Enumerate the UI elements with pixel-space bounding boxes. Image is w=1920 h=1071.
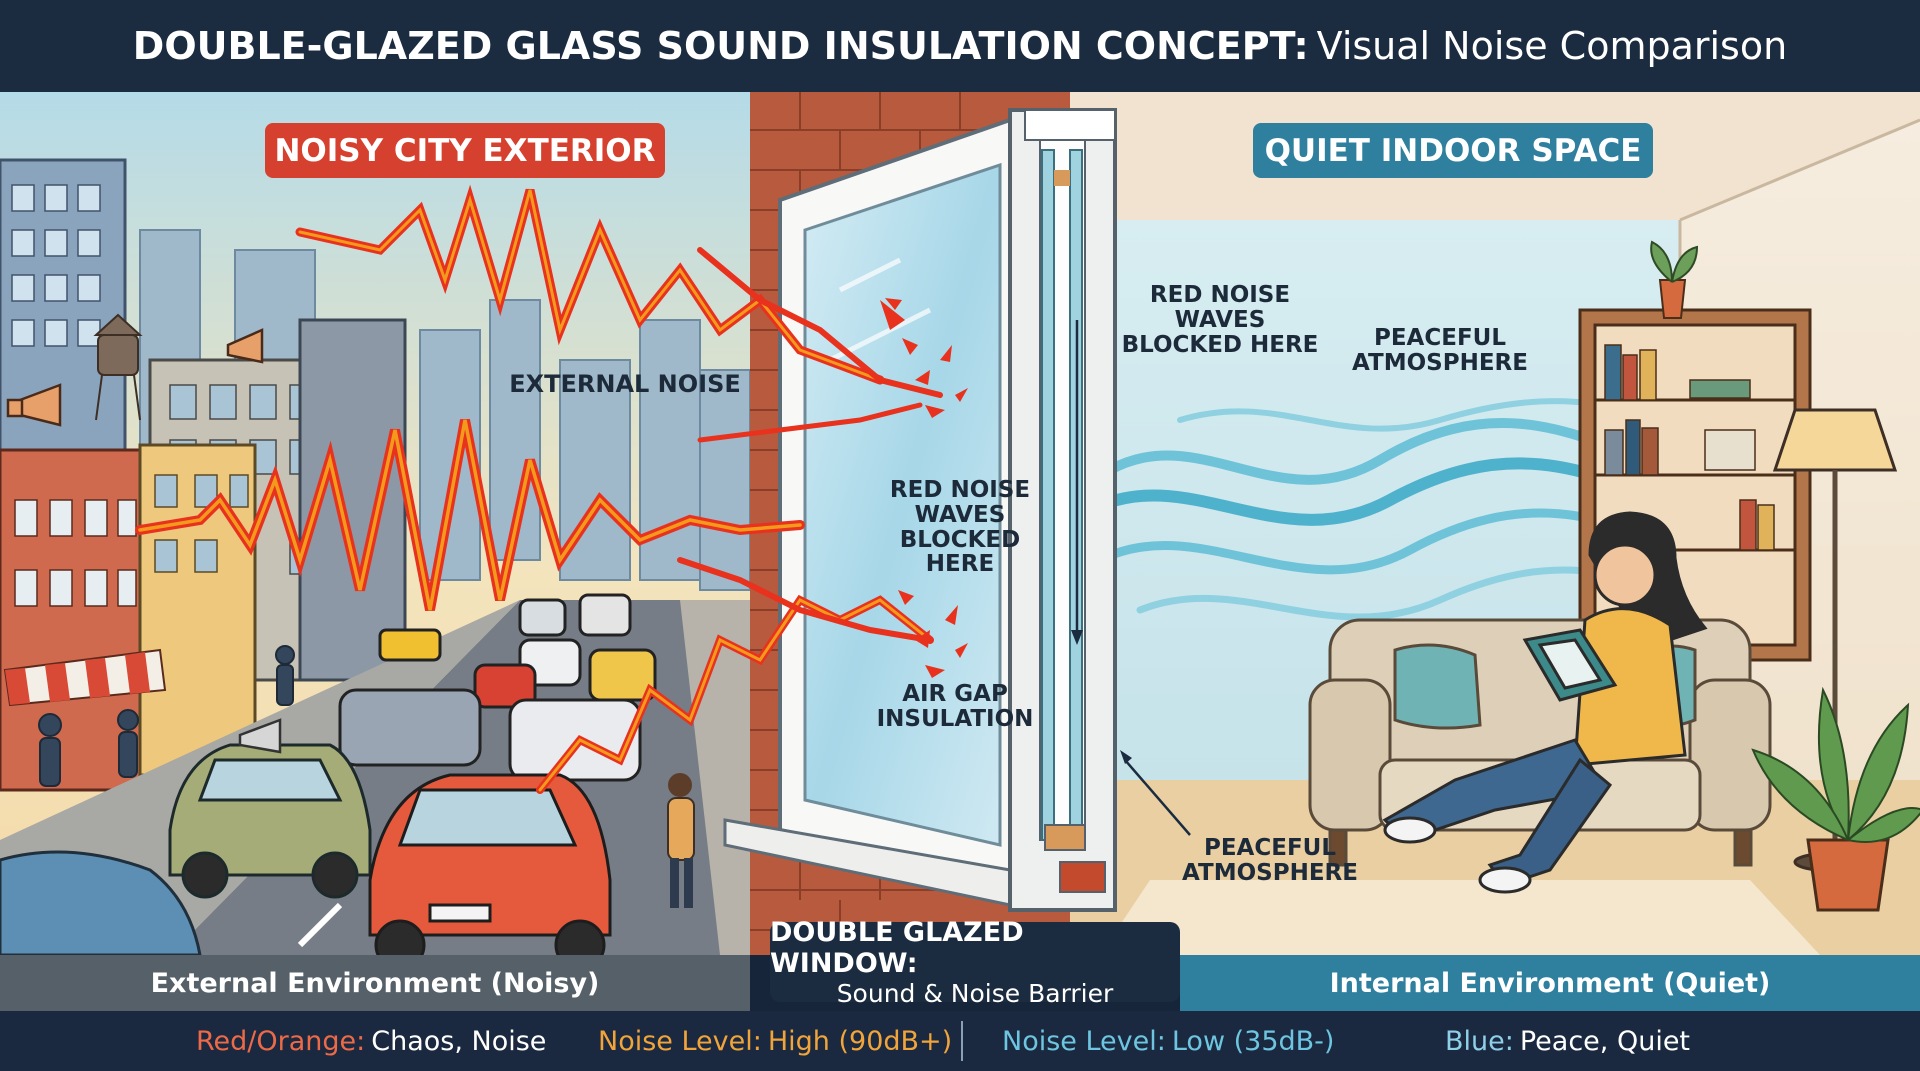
legend-blue-key: Blue: — [1445, 1025, 1514, 1057]
legend-divider — [961, 1021, 963, 1061]
legend-blue: Blue: Peace, Quiet — [1445, 1011, 1690, 1071]
blocked-glass-line1: RED NOISE — [889, 477, 1031, 503]
blocked-top-line2: WAVES — [1174, 306, 1266, 333]
legend-blue-value: Peace, Quiet — [1519, 1025, 1691, 1057]
external-env-band: External Environment (Noisy) — [0, 955, 750, 1011]
shop-awning — [3, 648, 167, 707]
peaceful-bottom-line1: PEACEFUL — [1203, 835, 1336, 861]
peaceful-top-label: PEACEFUL ATMOSPHERE — [1320, 326, 1560, 376]
peaceful-top-line2: ATMOSPHERE — [1352, 349, 1528, 376]
plant-icon — [1751, 686, 1920, 912]
blocked-glass-line2: WAVES — [914, 501, 1006, 528]
blocked-glass-label: RED NOISE WAVES BLOCKED HERE — [870, 478, 1050, 577]
legend-bar — [0, 1011, 1920, 1071]
internal-env-band: Internal Environment (Quiet) — [1180, 955, 1920, 1011]
title-bold: DOUBLE-GLAZED GLASS SOUND INSULATION CON… — [132, 24, 1309, 68]
window-icon — [723, 108, 1191, 912]
peaceful-bottom-label: PEACEFUL ATMOSPHERE — [1150, 836, 1390, 886]
megaphone-icon — [226, 328, 264, 364]
indoor-room — [1070, 92, 1920, 955]
blocked-top-label: RED NOISE WAVES BLOCKED HERE — [1110, 283, 1330, 357]
shatter-burst — [880, 298, 968, 678]
person-reading-icon — [1382, 511, 1708, 894]
page-title: DOUBLE-GLAZED GLASS SOUND INSULATION CON… — [0, 0, 1920, 92]
legend-red-key: Red/Orange: — [196, 1025, 366, 1057]
legend-red: Red/Orange: Chaos, Noise — [196, 1011, 546, 1071]
legend-high-value: High (90dB+) — [767, 1025, 953, 1057]
air-gap-line1: AIR GAP — [902, 681, 1008, 707]
blocked-glass-line3: BLOCKED — [899, 526, 1021, 553]
window-caption-box: DOUBLE GLAZED WINDOW: Sound & Noise Barr… — [770, 917, 1180, 1008]
legend-low-value: Low (35dB-) — [1171, 1025, 1335, 1057]
noise-waves — [135, 184, 943, 794]
megaphone-icon — [238, 718, 282, 754]
air-gap-line2: INSULATION — [876, 705, 1034, 732]
blocked-glass-line4: HERE — [925, 551, 995, 578]
blocked-top-line1: RED NOISE — [1149, 282, 1291, 308]
plant-icon — [1650, 240, 1699, 319]
title-light: Visual Noise Comparison — [1316, 24, 1788, 68]
quiet-indoor-chip: QUIET INDOOR SPACE — [1253, 123, 1653, 178]
blocked-top-line3: BLOCKED HERE — [1121, 331, 1319, 358]
legend-red-value: Chaos, Noise — [371, 1025, 547, 1057]
bookshelf-icon — [1578, 308, 1812, 662]
megaphone-icon — [6, 383, 62, 427]
peaceful-top-line1: PEACEFUL — [1373, 325, 1506, 351]
olive-car — [168, 743, 372, 899]
peaceful-bottom-line2: ATMOSPHERE — [1182, 859, 1358, 886]
legend-low: Noise Level: Low (35dB-) — [1002, 1011, 1334, 1071]
person-with-bag — [667, 773, 695, 908]
legend-low-key: Noise Level: — [1002, 1025, 1166, 1057]
window-caption-subtitle: Sound & Noise Barrier — [836, 978, 1114, 1008]
air-gap-label: AIR GAP INSULATION — [860, 682, 1050, 732]
external-noise-label: EXTERNAL NOISE — [509, 370, 741, 398]
window-caption-title: DOUBLE GLAZED WINDOW: — [770, 916, 1024, 979]
legend-high-key: Noise Level: — [598, 1025, 762, 1057]
water-tower — [93, 313, 143, 421]
legend-high: Noise Level: High (90dB+) — [598, 1011, 952, 1071]
noisy-exterior-chip: NOISY CITY EXTERIOR — [265, 123, 665, 178]
